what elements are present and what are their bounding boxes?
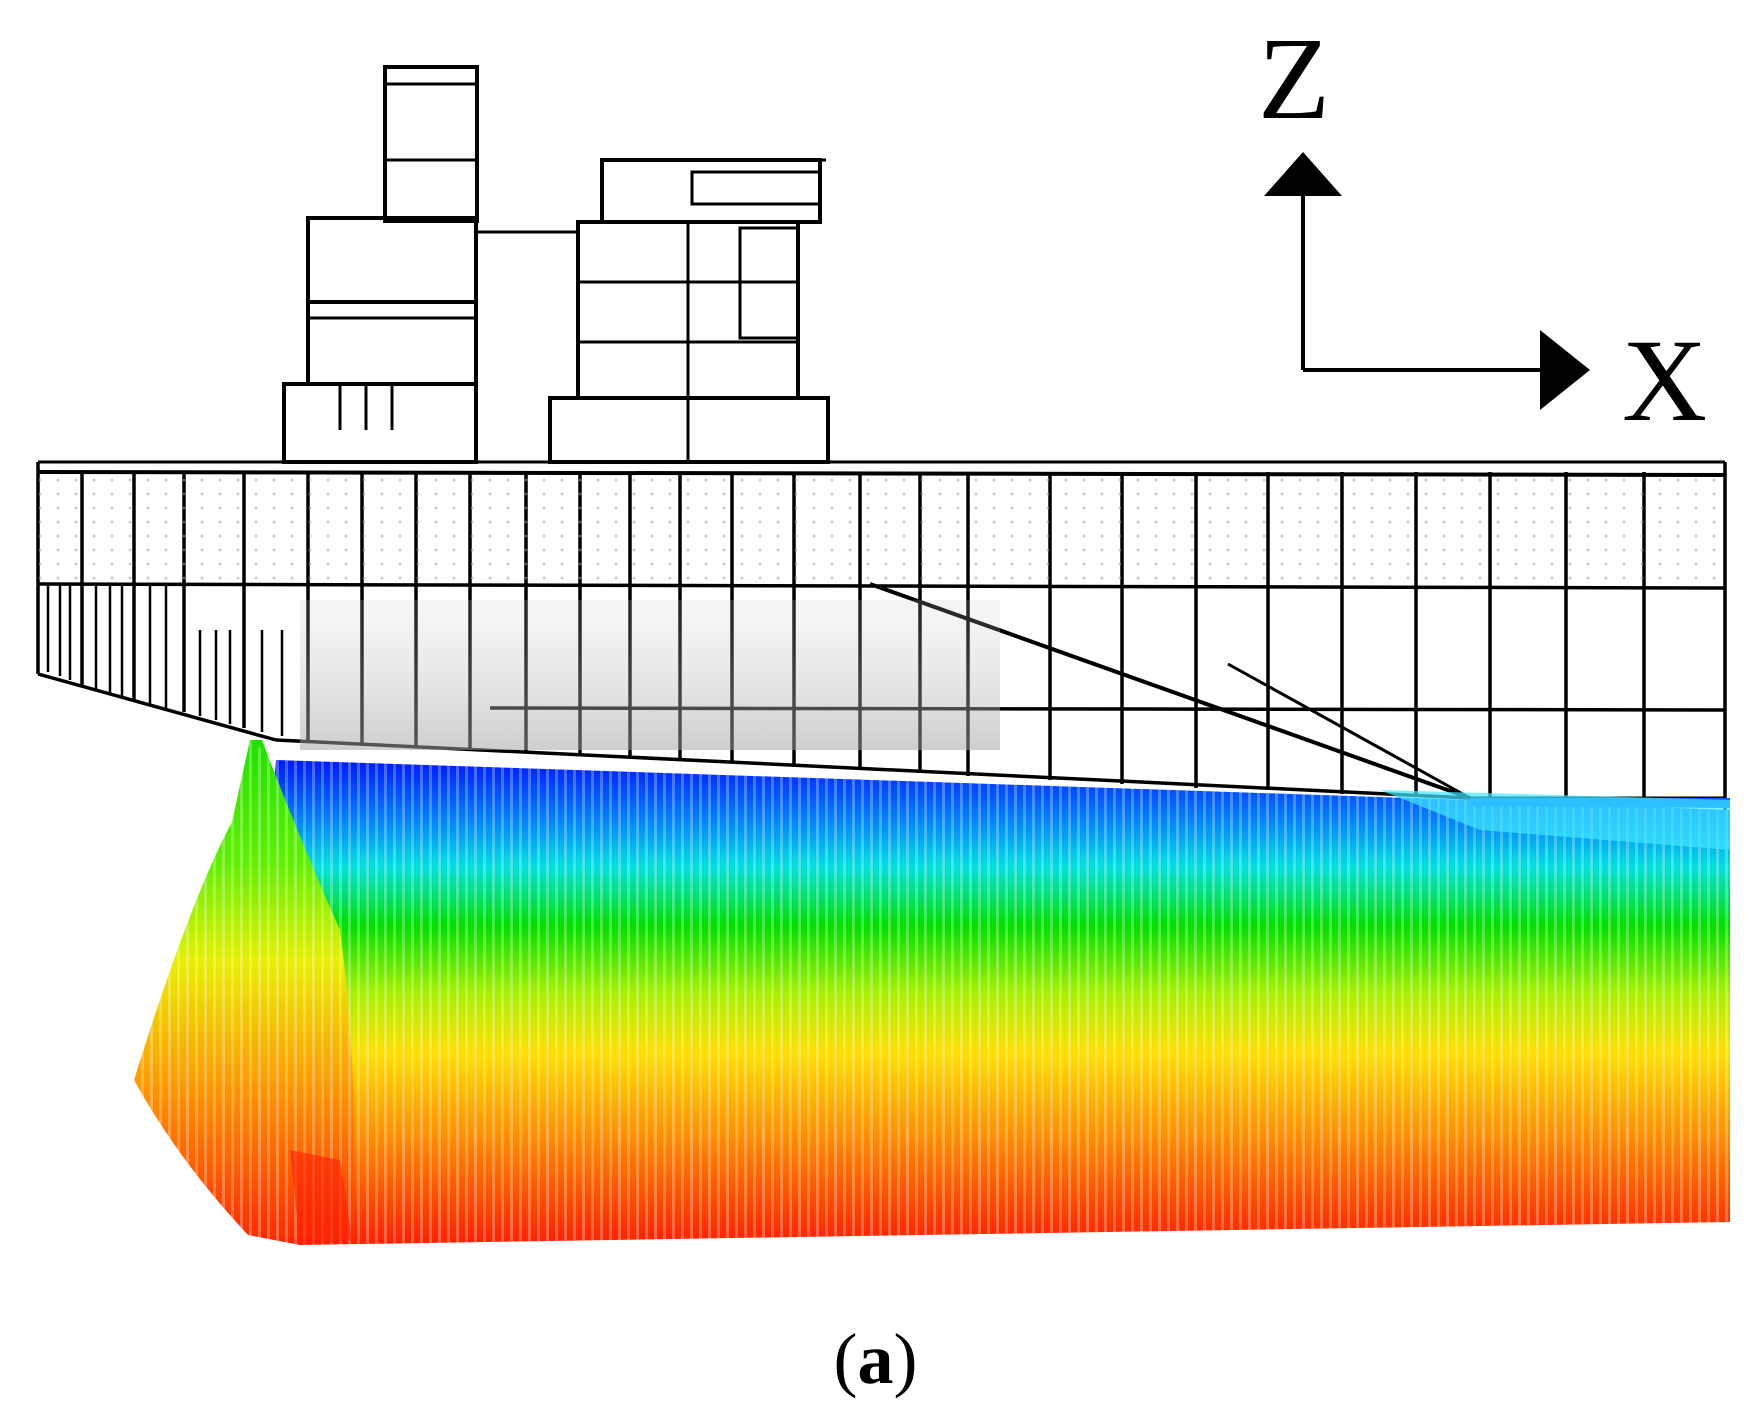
caption-open-paren: ( xyxy=(833,1319,858,1399)
caption-close-paren: ) xyxy=(893,1319,918,1399)
figure-caption: (a) xyxy=(0,1318,1751,1401)
z-axis-arrowhead xyxy=(1264,152,1342,196)
grey-shadow-band xyxy=(300,600,1000,750)
coordinate-axes xyxy=(1264,152,1590,410)
depth-point-cloud xyxy=(134,740,1730,1245)
x-axis-arrowhead xyxy=(1540,330,1590,410)
dotted-hull-detail xyxy=(38,474,1725,584)
x-axis-label: X xyxy=(1622,315,1708,446)
z-axis-label: Z xyxy=(1258,13,1331,144)
superstructure-outline xyxy=(282,65,830,464)
caption-letter: a xyxy=(857,1319,894,1399)
